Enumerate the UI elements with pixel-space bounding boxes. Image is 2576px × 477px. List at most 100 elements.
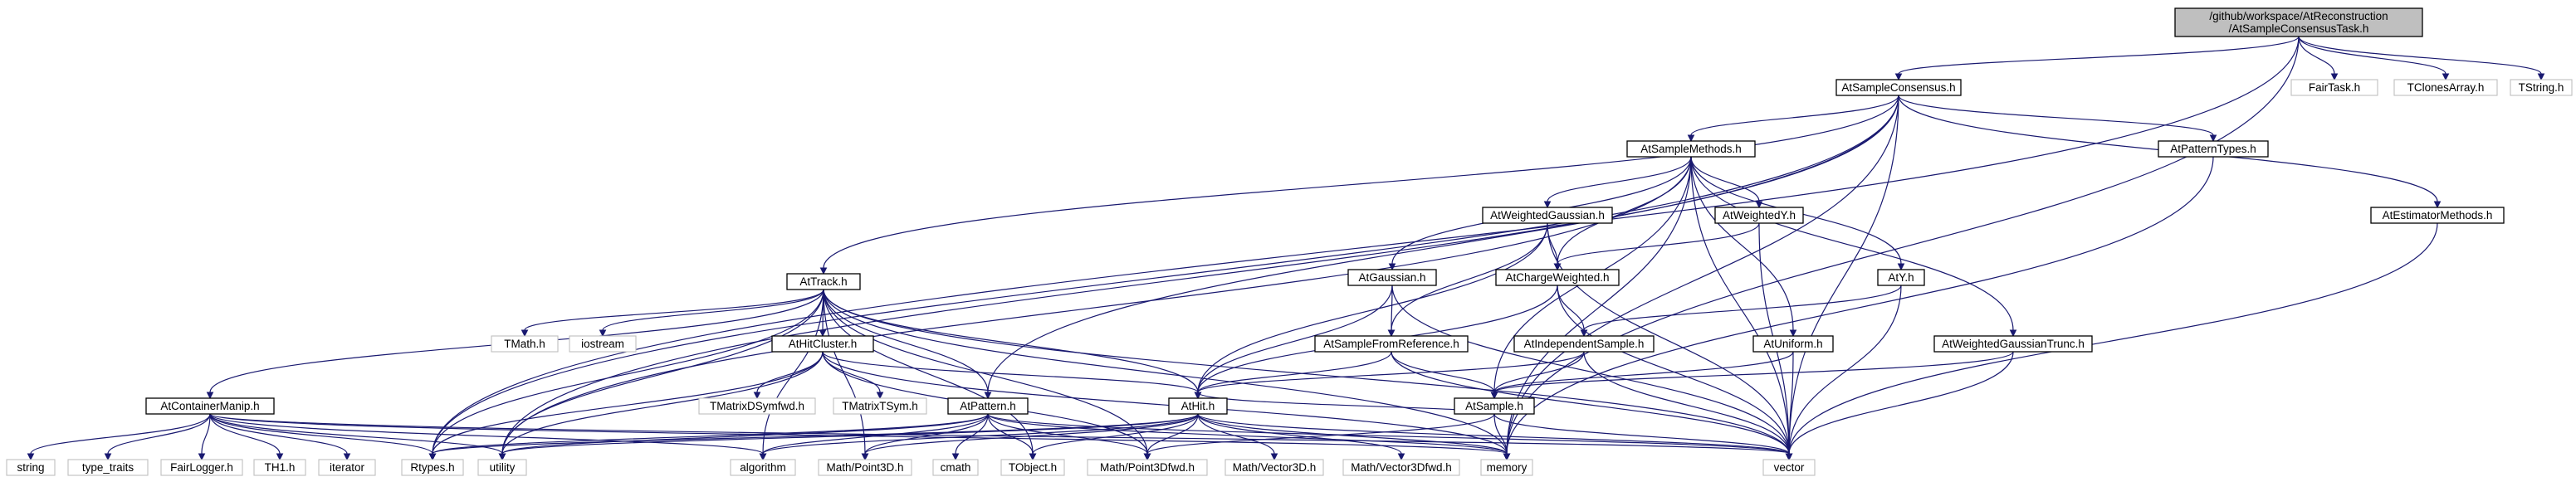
node-box: [1000, 459, 1065, 476]
edge-line: [1557, 222, 1760, 265]
node-label: AtTrack.h: [799, 275, 847, 288]
edge-line: [762, 289, 824, 455]
edge-acm-to-iterator: [209, 413, 351, 461]
node-aem[interactable]: AtEstimatorMethods.h: [2370, 207, 2505, 224]
node-iostream: iostream: [569, 335, 637, 353]
node-label: TClonesArray.h: [2407, 81, 2485, 94]
edge-line: [1690, 156, 2014, 331]
node-label: string: [17, 461, 44, 474]
node-box: [1224, 459, 1324, 476]
node-box: [1513, 335, 1655, 353]
node-label: iostream: [581, 338, 624, 350]
node-box: [401, 459, 464, 476]
edge-awg-to-ahit: [1194, 222, 1548, 400]
edge-acm-to-rtypes: [209, 413, 437, 461]
edge-line: [1197, 351, 1392, 393]
edge-line: [1197, 351, 1585, 393]
edge-line: [209, 413, 281, 455]
node-tobject: TObject.h: [1000, 459, 1065, 476]
edge-line: [823, 95, 1899, 269]
node-box: [1342, 459, 1460, 476]
edge-atrack-to-iostream: [599, 289, 824, 338]
edge-line: [107, 413, 211, 455]
node-box: [569, 335, 637, 353]
node-label: TString.h: [2519, 81, 2564, 94]
node-box: [730, 459, 796, 476]
edge-acm-to-fairlogger: [198, 413, 211, 461]
edge-ahc-to-tmdsf: [753, 351, 824, 400]
node-label: cmath: [941, 461, 971, 474]
node-label: AtWeightedGaussianTrunc.h: [1942, 338, 2085, 350]
node-root[interactable]: /github/workspace/AtReconstruction/AtSam…: [2174, 7, 2423, 37]
node-ay[interactable]: AtY.h: [1877, 269, 1925, 286]
node-box: [786, 273, 861, 290]
node-label: AtIndependentSample.h: [1524, 338, 1645, 350]
node-label: TObject.h: [1009, 461, 1057, 474]
node-asc[interactable]: AtSampleConsensus.h: [1835, 79, 1962, 96]
node-box: [771, 335, 874, 353]
edge-line: [823, 289, 1034, 455]
edge-line: [822, 351, 881, 393]
edge-arrowhead: [599, 329, 607, 338]
node-agauss[interactable]: AtGaussian.h: [1347, 269, 1437, 286]
edge-line: [432, 351, 824, 455]
edge-atrack-to-apat: [823, 289, 992, 400]
edge-arrowhead: [498, 453, 506, 461]
node-box: [833, 397, 927, 415]
edge-line: [756, 351, 824, 393]
node-ahit[interactable]: AtHit.h: [1168, 397, 1228, 415]
edge-asc-to-asm: [1687, 95, 1899, 143]
edge-root-to-tclones: [2298, 36, 2450, 81]
node-box: [67, 459, 149, 476]
edge-line: [432, 95, 1899, 455]
edge-acm-to-typetraits: [104, 413, 211, 461]
node-box: [1626, 140, 1756, 158]
node-awgt[interactable]: AtWeightedGaussianTrunc.h: [1933, 335, 2093, 353]
edge-line: [1391, 285, 1790, 455]
edge-line: [209, 413, 1790, 455]
node-box: [1087, 459, 1208, 476]
edge-line: [1197, 413, 1790, 455]
edge-arrowhead: [1397, 453, 1405, 461]
node-label: vector: [1774, 461, 1805, 474]
node-apt[interactable]: AtPatternTypes.h: [2158, 140, 2269, 158]
node-tmdsf: TMatrixDSymfwd.h: [698, 397, 816, 415]
edge-line: [1391, 285, 1393, 331]
node-box: [1168, 397, 1228, 415]
edge-line: [1788, 285, 1902, 455]
edge-arrowhead: [753, 392, 761, 400]
nodes-layer: /github/workspace/AtReconstruction/AtSam…: [6, 7, 2573, 476]
node-box: [253, 459, 306, 476]
node-asample[interactable]: AtSample.h: [1454, 397, 1535, 415]
node-label: AtUniform.h: [1763, 338, 1822, 350]
edge-line: [2298, 36, 2542, 75]
node-awy[interactable]: AtWeightedY.h: [1714, 207, 1804, 224]
node-apat[interactable]: AtPattern.h: [947, 397, 1029, 415]
node-acw[interactable]: AtChargeWeighted.h: [1495, 269, 1620, 286]
node-ais[interactable]: AtIndependentSample.h: [1513, 335, 1655, 353]
edge-line: [1547, 156, 1692, 202]
node-asfr[interactable]: AtSampleFromReference.h: [1314, 335, 1469, 353]
node-acm[interactable]: AtContainerManip.h: [145, 397, 275, 415]
node-atrack[interactable]: AtTrack.h: [786, 273, 861, 290]
edge-line: [864, 413, 989, 455]
node-mv3dfwd: Math/Vector3Dfwd.h: [1342, 459, 1460, 476]
edge-arrowhead: [1270, 453, 1278, 461]
edge-line: [987, 413, 1148, 455]
node-mp3d: Math/Point3D.h: [818, 459, 912, 476]
node-label: Rtypes.h: [410, 461, 454, 474]
node-ahc[interactable]: AtHitCluster.h: [771, 335, 874, 353]
node-tstring: TString.h: [2510, 79, 2573, 96]
node-asm[interactable]: AtSampleMethods.h: [1626, 140, 1756, 158]
edge-line: [987, 95, 1899, 393]
edge-line: [1506, 36, 2300, 455]
edge-line: [2298, 36, 2446, 75]
node-awg[interactable]: AtWeightedGaussian.h: [1482, 207, 1613, 224]
edge-acm-to-algorithm: [209, 413, 767, 461]
edge-asc-to-atrack: [819, 95, 1899, 275]
node-auni[interactable]: AtUniform.h: [1752, 335, 1834, 353]
node-box: [477, 459, 527, 476]
node-box: [1762, 459, 1816, 476]
edge-arrowhead: [198, 453, 206, 461]
edge-asm-to-auni: [1690, 156, 1797, 338]
